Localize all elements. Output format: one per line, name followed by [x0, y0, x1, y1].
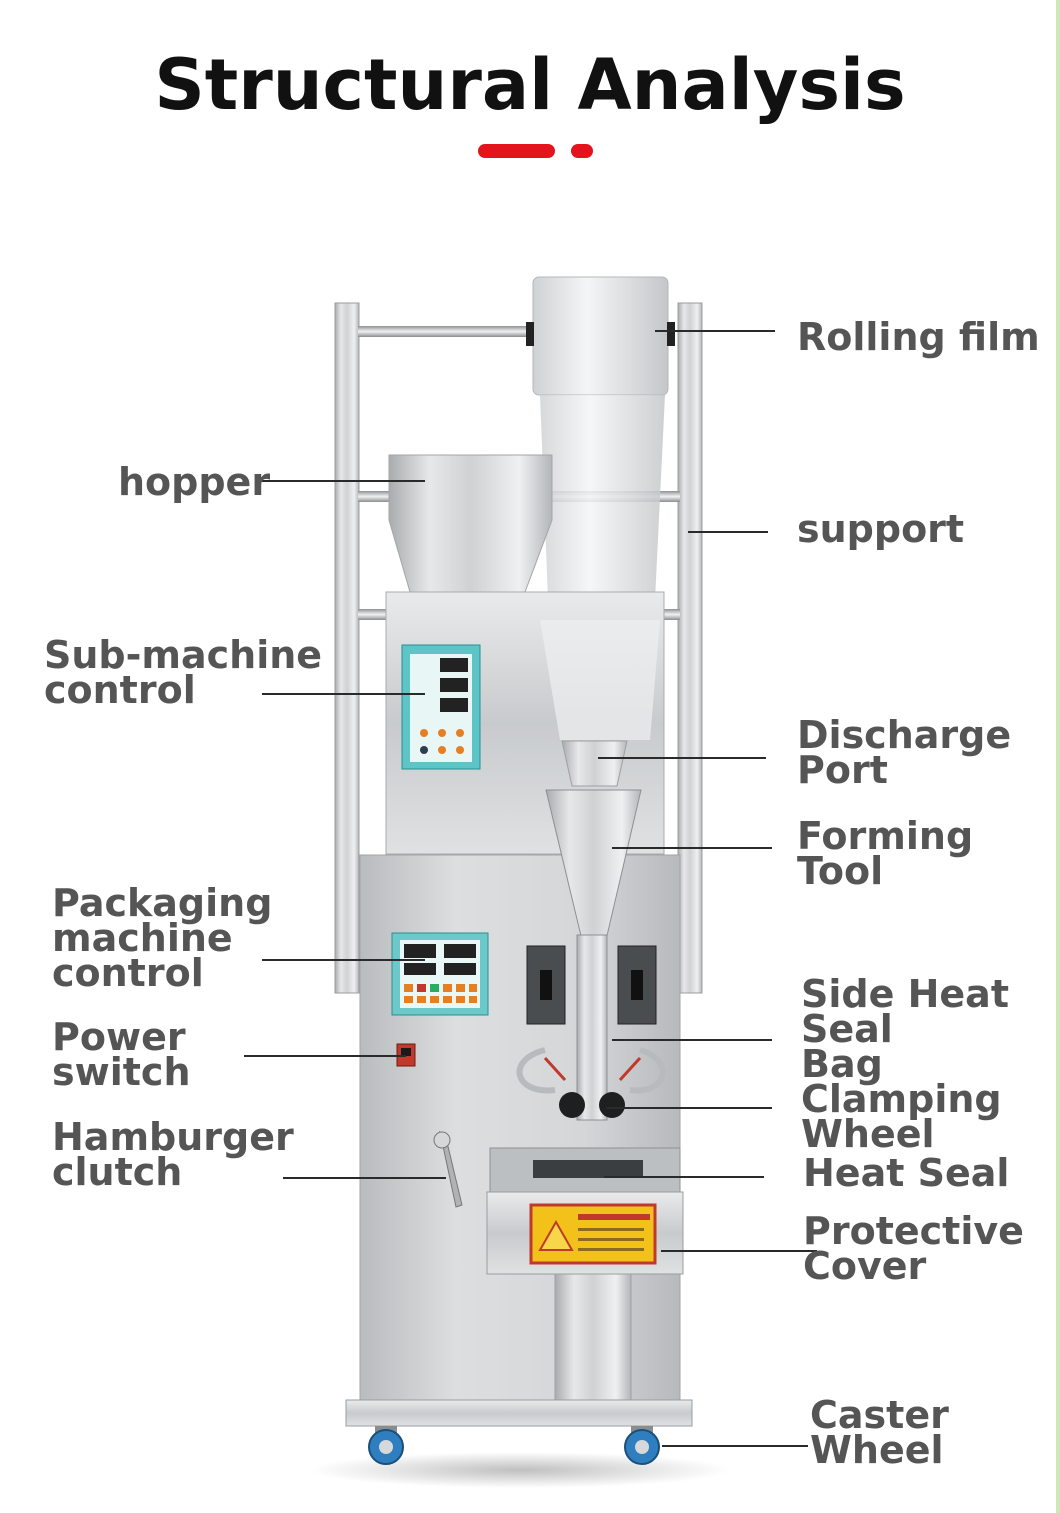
hopper-body [388, 454, 553, 593]
left-support-post [334, 302, 360, 994]
label-protective-cover: Protective Cover [803, 1209, 1024, 1288]
label-forming-tool: Forming Tool [797, 814, 974, 893]
film-roll-core-right [667, 322, 675, 346]
label-caster-wheel: Caster Wheel [810, 1393, 949, 1472]
discharge-port-shape [561, 740, 628, 787]
label-discharge-port: Discharge Port [797, 713, 1012, 792]
label-hopper: hopper [118, 460, 271, 504]
film-roll-core-left [526, 322, 534, 346]
label-hamburger-clutch: Hamburger clutch [52, 1115, 294, 1194]
label-power-switch: Power switch [52, 1015, 191, 1094]
caster-wheel-left [368, 1426, 404, 1465]
page-title: Structural Analysis [154, 44, 906, 126]
label-support: support [797, 507, 965, 551]
top-film-rod [358, 326, 533, 337]
label-rolling-film: Rolling film [797, 315, 1040, 359]
label-bag-clamping-wheel: Bag Clamping Wheel [801, 1042, 1002, 1156]
ground-shadow [310, 1452, 730, 1488]
label-side-heat-seal: Side Heat Seal [801, 972, 1009, 1051]
upper-film-channel [540, 620, 660, 740]
film-web [540, 395, 665, 600]
right-support-post [677, 302, 703, 994]
discharge-chute [554, 1273, 632, 1405]
right-edge-strip [1056, 0, 1060, 1513]
machine-base [345, 1399, 693, 1427]
film-roll [532, 276, 669, 396]
label-heat-seal: Heat Seal [803, 1151, 1010, 1195]
title-accent-short [571, 144, 593, 158]
bag-clamping-wheel [559, 1092, 585, 1118]
caster-wheel-right [624, 1426, 660, 1465]
label-sub-machine-control: Sub-machine control [44, 633, 323, 712]
title-accent-long [478, 144, 555, 158]
forming-tool-tube [576, 934, 608, 1121]
label-packaging-machine-control: Packaging machine control [52, 881, 273, 995]
